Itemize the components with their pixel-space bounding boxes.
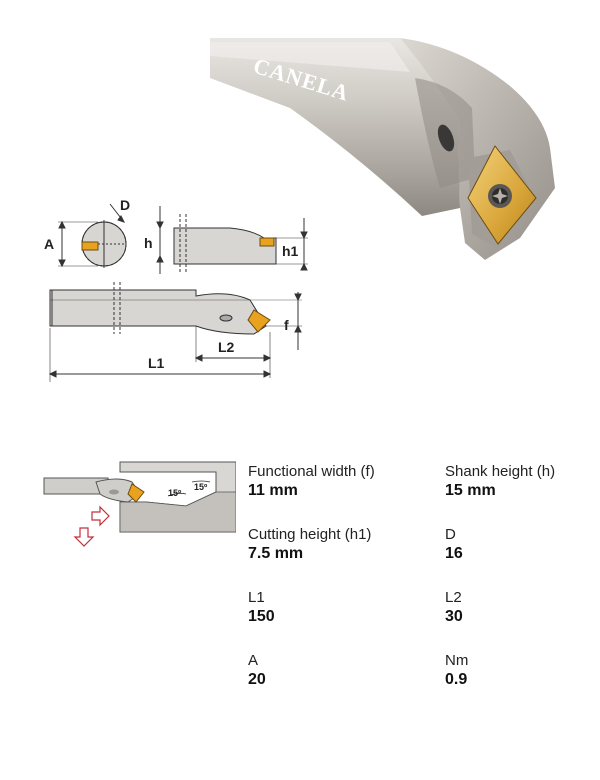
dim-label-l1: L1	[148, 355, 165, 371]
spec-label: Shank height (h)	[445, 463, 556, 480]
angle-label-1: 15º	[168, 488, 182, 498]
cutting-diagram: 15º 15º	[43, 461, 236, 547]
dim-label-l2: L2	[218, 339, 235, 355]
spec-d: D 16	[445, 526, 600, 564]
spec-functional-width: Functional width (f) 11 mm	[248, 463, 438, 501]
spec-label: Cutting height (h1)	[248, 526, 372, 543]
spec-value: 150	[248, 608, 275, 625]
dim-label-h: h	[144, 235, 153, 251]
dimension-drawing: A D h h1 f L2 L1	[44, 197, 308, 382]
tool-photo: CANELA	[210, 38, 555, 260]
dim-label-h1: h1	[282, 243, 299, 259]
spec-value: 30	[445, 608, 463, 625]
spec-label: A	[248, 652, 259, 669]
dim-label-a: A	[44, 236, 54, 252]
spec-value: 16	[445, 545, 463, 562]
spec-l1: L1 150	[248, 589, 438, 627]
spec-value: 0.9	[445, 671, 468, 688]
spec-cutting-height: Cutting height (h1) 7.5 mm	[248, 526, 438, 564]
spec-shank-height: Shank height (h) 15 mm	[445, 463, 600, 501]
spec-l2: L2 30	[445, 589, 600, 627]
spec-label: L1	[248, 589, 265, 606]
spec-label: L2	[445, 589, 462, 606]
spec-value: 20	[248, 671, 266, 688]
feed-arrow-right-icon	[91, 505, 110, 527]
side-view	[156, 206, 308, 274]
top-view	[48, 282, 302, 382]
spec-value: 11 mm	[248, 482, 298, 499]
spec-label: Nm	[445, 652, 469, 669]
spec-value: 15 mm	[445, 482, 496, 499]
feed-arrow-down-icon	[73, 527, 95, 547]
dim-label-f: f	[284, 317, 289, 333]
angle-label-2: 15º	[194, 482, 208, 492]
spec-label: Functional width (f)	[248, 463, 375, 480]
spec-value: 7.5 mm	[248, 545, 304, 562]
spec-nm: Nm 0.9	[445, 652, 600, 690]
spec-label: D	[445, 526, 456, 543]
spec-a: A 20	[248, 652, 438, 690]
dim-label-d: D	[120, 197, 130, 213]
end-view	[58, 203, 127, 268]
